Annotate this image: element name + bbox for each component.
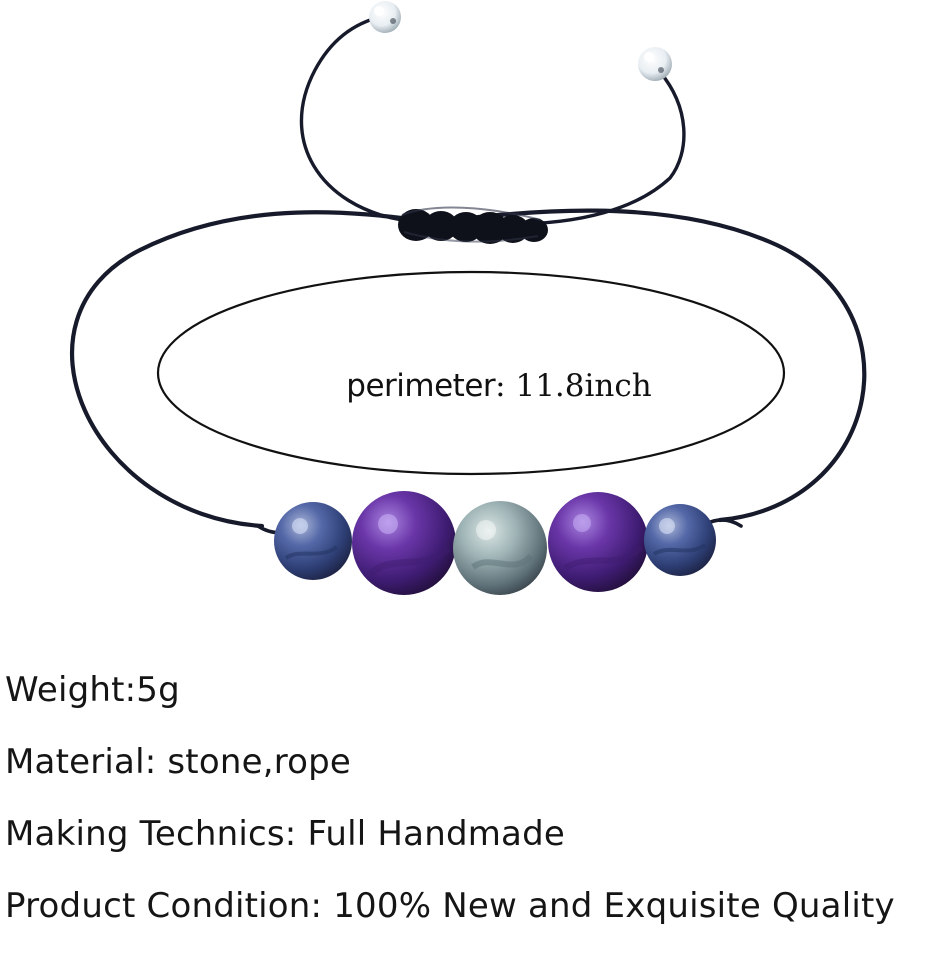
sliding-knot <box>398 206 548 244</box>
gemstone-bead-row <box>274 491 716 595</box>
material-spec: Material: stone,rope <box>5 742 352 782</box>
bracelet-cord <box>69 14 867 535</box>
cord-end-bead-right <box>638 47 672 81</box>
perimeter-value: 11.8inch <box>515 368 652 404</box>
perimeter-separator: : <box>495 368 516 404</box>
weight-spec: Weight:5g <box>5 670 180 710</box>
perimeter-measurement-text: perimeter: 11.8inch <box>304 366 694 406</box>
product-condition-spec: Product Condition: 100% New and Exquisit… <box>5 886 895 926</box>
product-specifications: Weight:5g Material: stone,rope Making Te… <box>5 666 935 954</box>
bracelet-illustration <box>69 1 867 595</box>
perimeter-label: perimeter <box>346 368 496 404</box>
making-technics-spec: Making Technics: Full Handmade <box>5 814 565 854</box>
cord-end-bead-left <box>369 1 401 33</box>
perimeter-measurement-oval <box>156 270 786 476</box>
